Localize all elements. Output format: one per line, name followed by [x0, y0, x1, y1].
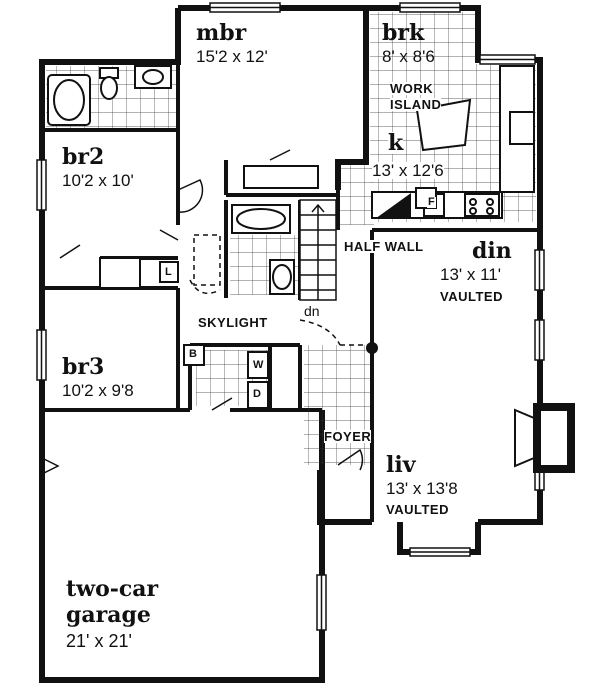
broom-closet-label: B — [188, 348, 198, 360]
room-dims-kitchen: 13' x 12'6 — [372, 161, 444, 180]
room-dims-br2: 10'2 x 10' — [62, 171, 134, 190]
island-label: ISLAND — [390, 97, 442, 112]
work-label: WORK — [390, 81, 434, 96]
stairs-down-label: dn — [304, 303, 320, 319]
post — [366, 342, 378, 354]
foyer-label: FOYER — [324, 429, 372, 444]
room-note-din: VAULTED — [440, 289, 503, 304]
room-name-din: din — [472, 238, 512, 264]
room-name-brk: brk — [382, 20, 425, 46]
fireplace — [514, 403, 575, 473]
linen-closet-label: L — [164, 266, 173, 278]
half-wall-label: HALF WALL — [344, 239, 424, 254]
room-dims-br3: 10'2 x 9'8 — [62, 381, 134, 400]
room-dims-liv: 13' x 13'8 — [386, 479, 458, 498]
washer-label: W — [252, 359, 265, 371]
skylight-label: SKYLIGHT — [198, 315, 268, 330]
stairs — [299, 199, 337, 301]
room-note-liv: VAULTED — [386, 502, 449, 517]
room-dims-brk: 8' x 8'6 — [382, 47, 435, 66]
fridge-label: F — [427, 196, 436, 208]
room-name-kitchen: k — [388, 130, 404, 156]
room-dims-garage: 21' x 21' — [66, 631, 132, 651]
room-dims-mbr: 15'2 x 12' — [196, 47, 268, 66]
room-name-garage-line2: garage — [66, 602, 151, 628]
room-name-mbr: mbr — [196, 20, 247, 46]
bath-fixtures — [47, 65, 319, 295]
room-name-liv: liv — [386, 452, 416, 478]
dryer-label: D — [252, 388, 262, 400]
room-name-br3: br3 — [62, 354, 105, 380]
windows — [36, 2, 545, 631]
room-name-br2: br2 — [62, 144, 105, 170]
room-dims-din: 13' x 11' — [440, 265, 501, 284]
room-name-garage-line1: two-car — [66, 576, 159, 602]
